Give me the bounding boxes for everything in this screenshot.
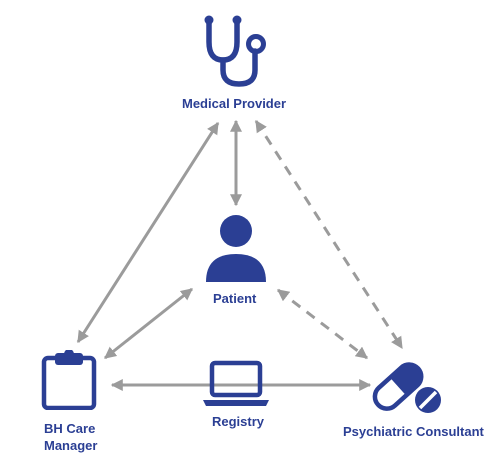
stethoscope-icon	[204, 15, 266, 87]
arrow-provider-caremanager	[76, 121, 220, 344]
arrow-provider-psychiatric	[254, 119, 404, 350]
arrow-patient-psychiatric	[277, 288, 368, 360]
clipboard-icon	[41, 350, 97, 410]
registry-label: Registry	[212, 414, 265, 429]
arrow-patient-caremanager	[104, 287, 193, 360]
bh-care-manager-label-line1: BH Care	[44, 421, 96, 436]
laptop-icon	[203, 360, 269, 406]
bh-care-manager-label-line2: Manager	[44, 438, 98, 453]
patient-label: Patient	[213, 291, 257, 306]
person-icon	[206, 215, 266, 282]
pills-icon	[372, 362, 441, 413]
psychiatric-consultant-label: Psychiatric Consultant	[343, 424, 484, 439]
medical-provider-label: Medical Provider	[182, 96, 287, 111]
